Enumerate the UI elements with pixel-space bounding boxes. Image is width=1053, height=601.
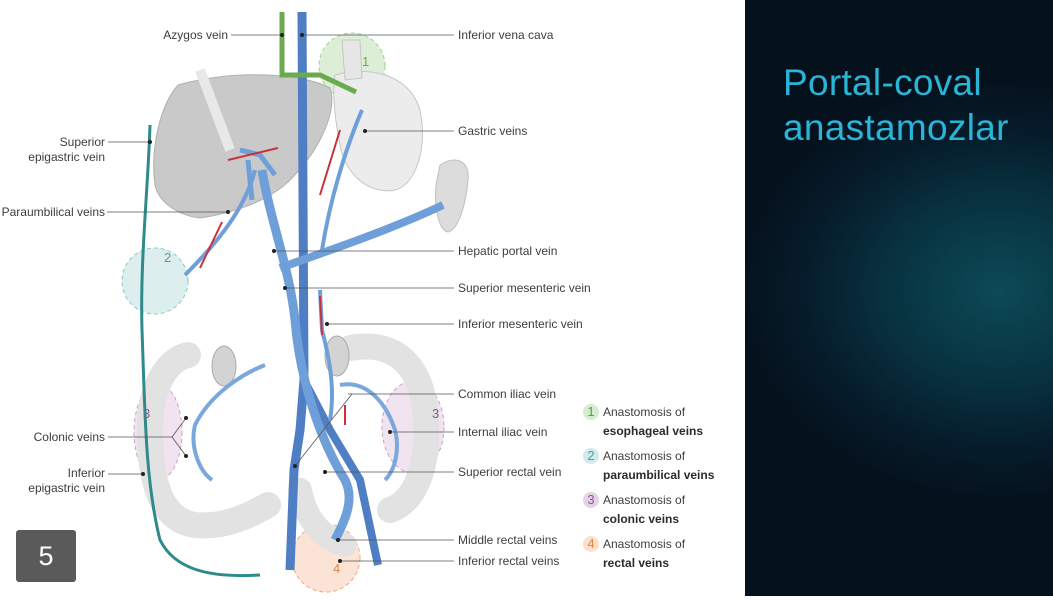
label-colonic-veins: Colonic veins: [34, 430, 105, 444]
gastric-vein-path: [320, 109, 364, 251]
legend-item-1: 1 Anastomosis of esophageal veins: [583, 404, 703, 438]
azygos-vein: [279, 12, 358, 95]
leader-dots: [141, 33, 392, 563]
descending-colon: [337, 333, 440, 523]
label-gastric-veins: Gastric veins: [458, 124, 527, 138]
hepatic-branches: [239, 147, 277, 201]
esophagus-shape: [341, 39, 363, 81]
label-inferior-rectal-veins: Inferior rectal veins: [458, 554, 559, 568]
ascending-colon: [136, 342, 281, 539]
label-azygos-vein: Azygos vein: [163, 28, 228, 42]
label-superior-epigastric-1: Superior: [60, 135, 105, 149]
label-inferior-epigastric-1: Inferior: [68, 466, 105, 480]
label-middle-rectal-veins: Middle rectal veins: [458, 533, 557, 547]
leader-lines: [107, 34, 454, 562]
spleen-shape: [435, 159, 469, 233]
legend-line2-3: colonic veins: [603, 512, 679, 526]
marker-2: 2: [164, 250, 171, 265]
right-colonic-branches: [191, 363, 266, 482]
legend-line1-1: Anastomosis of: [603, 405, 686, 419]
slide-number-badge: 5: [16, 530, 76, 582]
rectum-shape: [288, 478, 357, 557]
legend-swatch-1: [583, 404, 599, 420]
label-inferior-mesenteric-vein: Inferior mesenteric vein: [458, 317, 583, 331]
label-superior-rectal-vein: Superior rectal vein: [458, 465, 561, 479]
legend-swatch-3: [583, 492, 599, 508]
label-inferior-vena-cava: Inferior vena cava: [458, 28, 554, 42]
portal-caval-diagram: 1 2 3 3 4 Azygos vein Inferior vena cava…: [1, 11, 715, 593]
label-inferior-epigastric-2: epigastric vein: [28, 481, 105, 495]
legend: 1 Anastomosis of esophageal veins 2 Anas…: [583, 404, 715, 570]
portal-smv-trunk: [257, 169, 354, 543]
slide-title-line-1: Portal-coval: [783, 62, 982, 103]
falciform-ligament: [195, 68, 235, 152]
legend-num-3: 3: [587, 492, 594, 507]
label-paraumbilical-veins: Paraumbilical veins: [2, 205, 105, 219]
splenic-vein: [278, 201, 445, 272]
marker-3-right: 3: [432, 406, 439, 421]
slide-title-line-2: anastamozlar: [783, 107, 1009, 148]
legend-swatch-4: [583, 536, 599, 552]
legend-swatch-2: [583, 448, 599, 464]
legend-line2-2: paraumbilical veins: [603, 468, 715, 482]
legend-line2-1: esophageal veins: [603, 424, 703, 438]
anatomy-illustration: 1 2 3 3 4 Azygos vein Inferior vena cava…: [2, 11, 715, 593]
epigastric-veins: [140, 124, 261, 578]
marker-4: 4: [333, 561, 340, 576]
legend-line1-3: Anastomosis of: [603, 493, 686, 507]
label-hepatic-portal-vein: Hepatic portal vein: [458, 244, 557, 258]
label-common-iliac-vein: Common iliac vein: [458, 387, 556, 401]
legend-item-2: 2 Anastomosis of paraumbilical veins: [583, 448, 715, 482]
label-superior-epigastric-2: epigastric vein: [28, 150, 105, 164]
left-colonic-branches: [339, 382, 399, 482]
label-internal-iliac-vein: Internal iliac vein: [458, 425, 547, 439]
title-panel: Portal-coval anastamozlar: [745, 0, 1053, 596]
zone-paraumbilical: [121, 247, 189, 315]
marker-3-left: 3: [143, 406, 150, 421]
legend-line1-4: Anastomosis of: [603, 537, 686, 551]
legend-item-3: 3 Anastomosis of colonic veins: [583, 492, 686, 526]
legend-num-1: 1: [587, 404, 594, 419]
legend-num-4: 4: [587, 536, 594, 551]
legend-num-2: 2: [587, 448, 594, 463]
flow-arrows: [199, 129, 346, 425]
legend-line2-4: rectal veins: [603, 556, 669, 570]
right-common-iliac: [300, 378, 382, 566]
legend-line1-2: Anastomosis of: [603, 449, 686, 463]
legend-item-4: 4 Anastomosis of rectal veins: [583, 536, 686, 570]
slide-title: Portal-coval anastamozlar: [783, 60, 1009, 150]
marker-1: 1: [362, 54, 369, 69]
label-superior-mesenteric-vein: Superior mesenteric vein: [458, 281, 591, 295]
colon-lumen-left: [211, 345, 237, 387]
